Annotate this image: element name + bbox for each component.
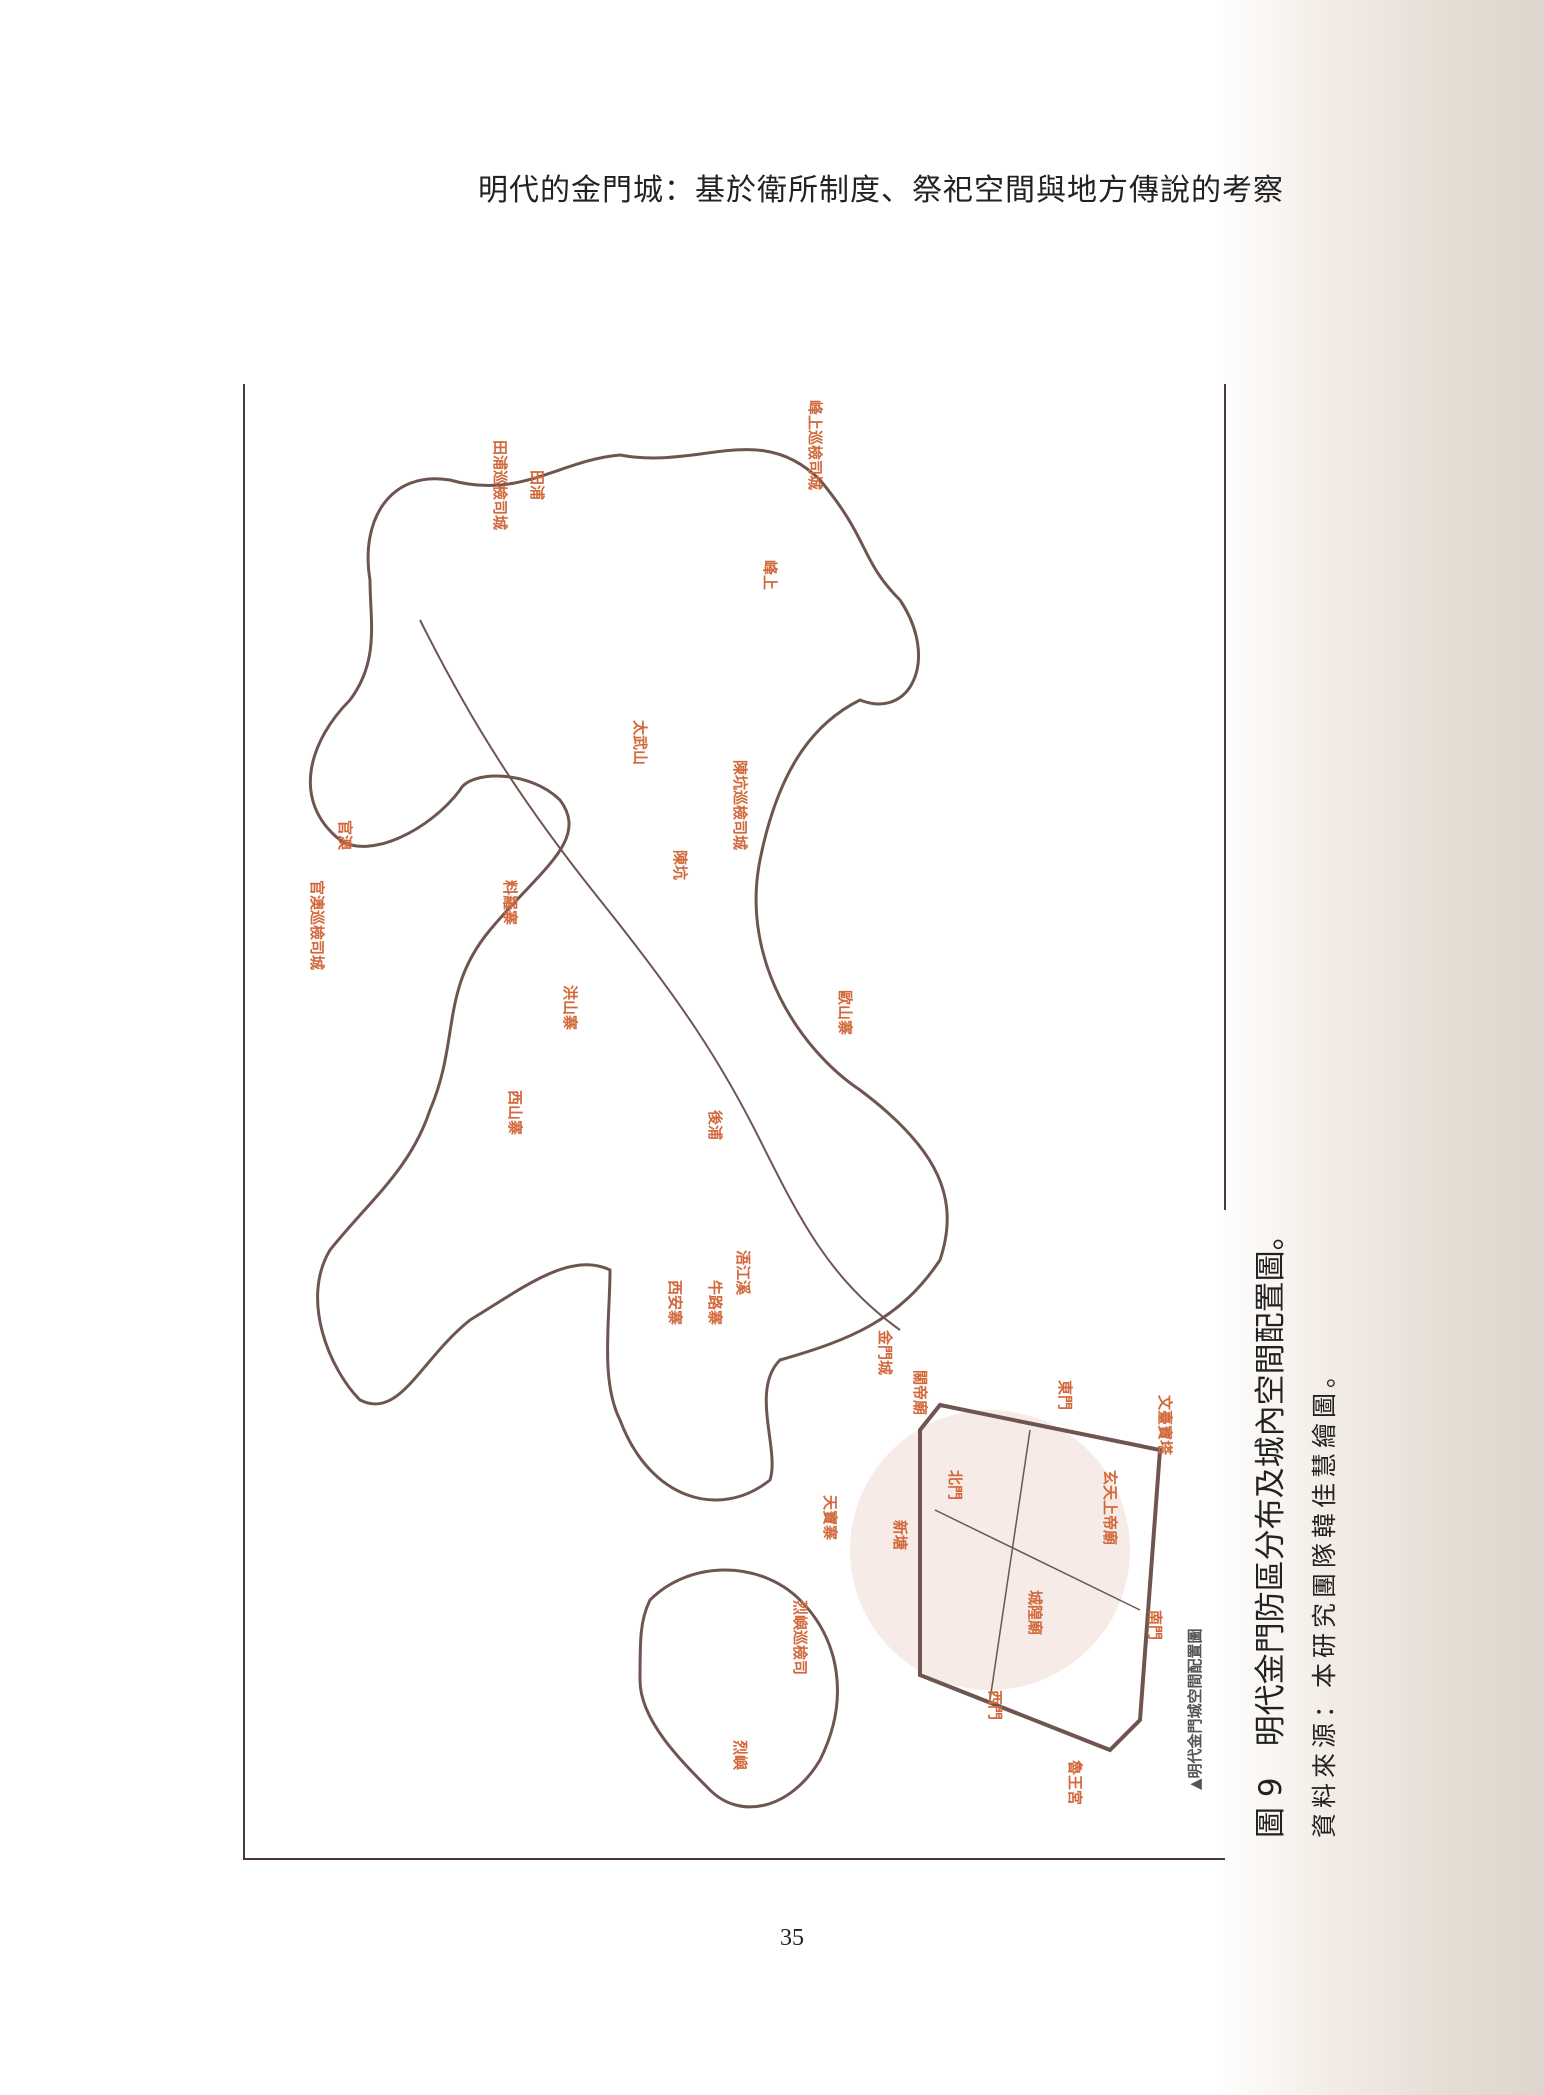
map-label: 洪山寨	[561, 985, 579, 1030]
lieyu-island-outline	[638, 1568, 839, 1809]
map-label: 城隍廟	[1026, 1590, 1044, 1635]
inset-title: ▲明代金門城空間配置圖	[1186, 1628, 1204, 1790]
map-labels: 官澳巡檢司城 官澳 田浦巡檢司城 田浦 峰上巡檢司城 峰上 太武山 陳坑巡檢司城…	[308, 400, 1204, 1805]
map-label: 西門	[986, 1690, 1004, 1720]
map-label: 官澳巡檢司城	[308, 880, 326, 970]
map-label: 後浦	[706, 1109, 724, 1140]
figure-frame-bottom	[243, 1858, 1225, 1860]
map-label: 西安寨	[666, 1280, 684, 1325]
map-label: 西山寨	[506, 1090, 524, 1135]
map-label: 歐山寨	[836, 990, 854, 1035]
main-island-outline	[308, 448, 949, 1502]
map-label: 魯王宮	[1066, 1759, 1084, 1805]
map-label: 關帝廟	[911, 1370, 929, 1415]
map-label: 料羅寨	[501, 880, 519, 925]
map-label: 金門城	[876, 1329, 894, 1375]
jinmen-city-wall	[918, 1402, 1163, 1753]
map-label: 田浦巡檢司城	[491, 440, 509, 530]
map-label: 陳坑巡檢司城	[731, 760, 749, 850]
map-label: 浯江溪	[734, 1250, 752, 1296]
map-label: 牛路寨	[706, 1280, 724, 1325]
page-margin-band	[1215, 0, 1544, 2095]
map-label: 太武山	[631, 720, 649, 765]
map-label: 陳坑	[671, 850, 689, 880]
figure-source: 資料來源：本研究團隊韓佳慧繪圖。	[1310, 1357, 1339, 1838]
map-label: 南門	[1146, 1610, 1164, 1640]
map-label: 新塘	[891, 1520, 909, 1550]
map-label: 田浦	[528, 470, 546, 500]
map-label: 東門	[1056, 1380, 1074, 1410]
map-label: 峰上	[761, 560, 779, 590]
figure-frame-left	[243, 384, 245, 1860]
figure-frame-right	[1224, 384, 1226, 1210]
map-label: 北門	[946, 1470, 964, 1500]
map-label: 烈嶼	[731, 1740, 749, 1770]
page-number: 35	[780, 1925, 804, 1951]
running-title: 明代的金門城：基於衛所制度、祭祀空間與地方傳說的考察	[478, 173, 1284, 208]
map-label: 峰上巡檢司城	[806, 400, 824, 490]
kinmen-map: 官澳巡檢司城 官澳 田浦巡檢司城 田浦 峰上巡檢司城 峰上 太武山 陳坑巡檢司城…	[308, 400, 1204, 1809]
map-label: 玄天上帝廟	[1101, 1470, 1119, 1545]
map-label: 天寶寨	[821, 1495, 839, 1540]
road	[419, 619, 901, 1331]
map-label: 官澳	[336, 820, 354, 851]
map-label: 文臺寶塔	[1156, 1395, 1174, 1456]
map-label: 烈嶼巡檢司	[791, 1600, 809, 1675]
figure-caption: 圖 9 明代金門防區分布及城內空間配置圖。	[1253, 1219, 1289, 1838]
